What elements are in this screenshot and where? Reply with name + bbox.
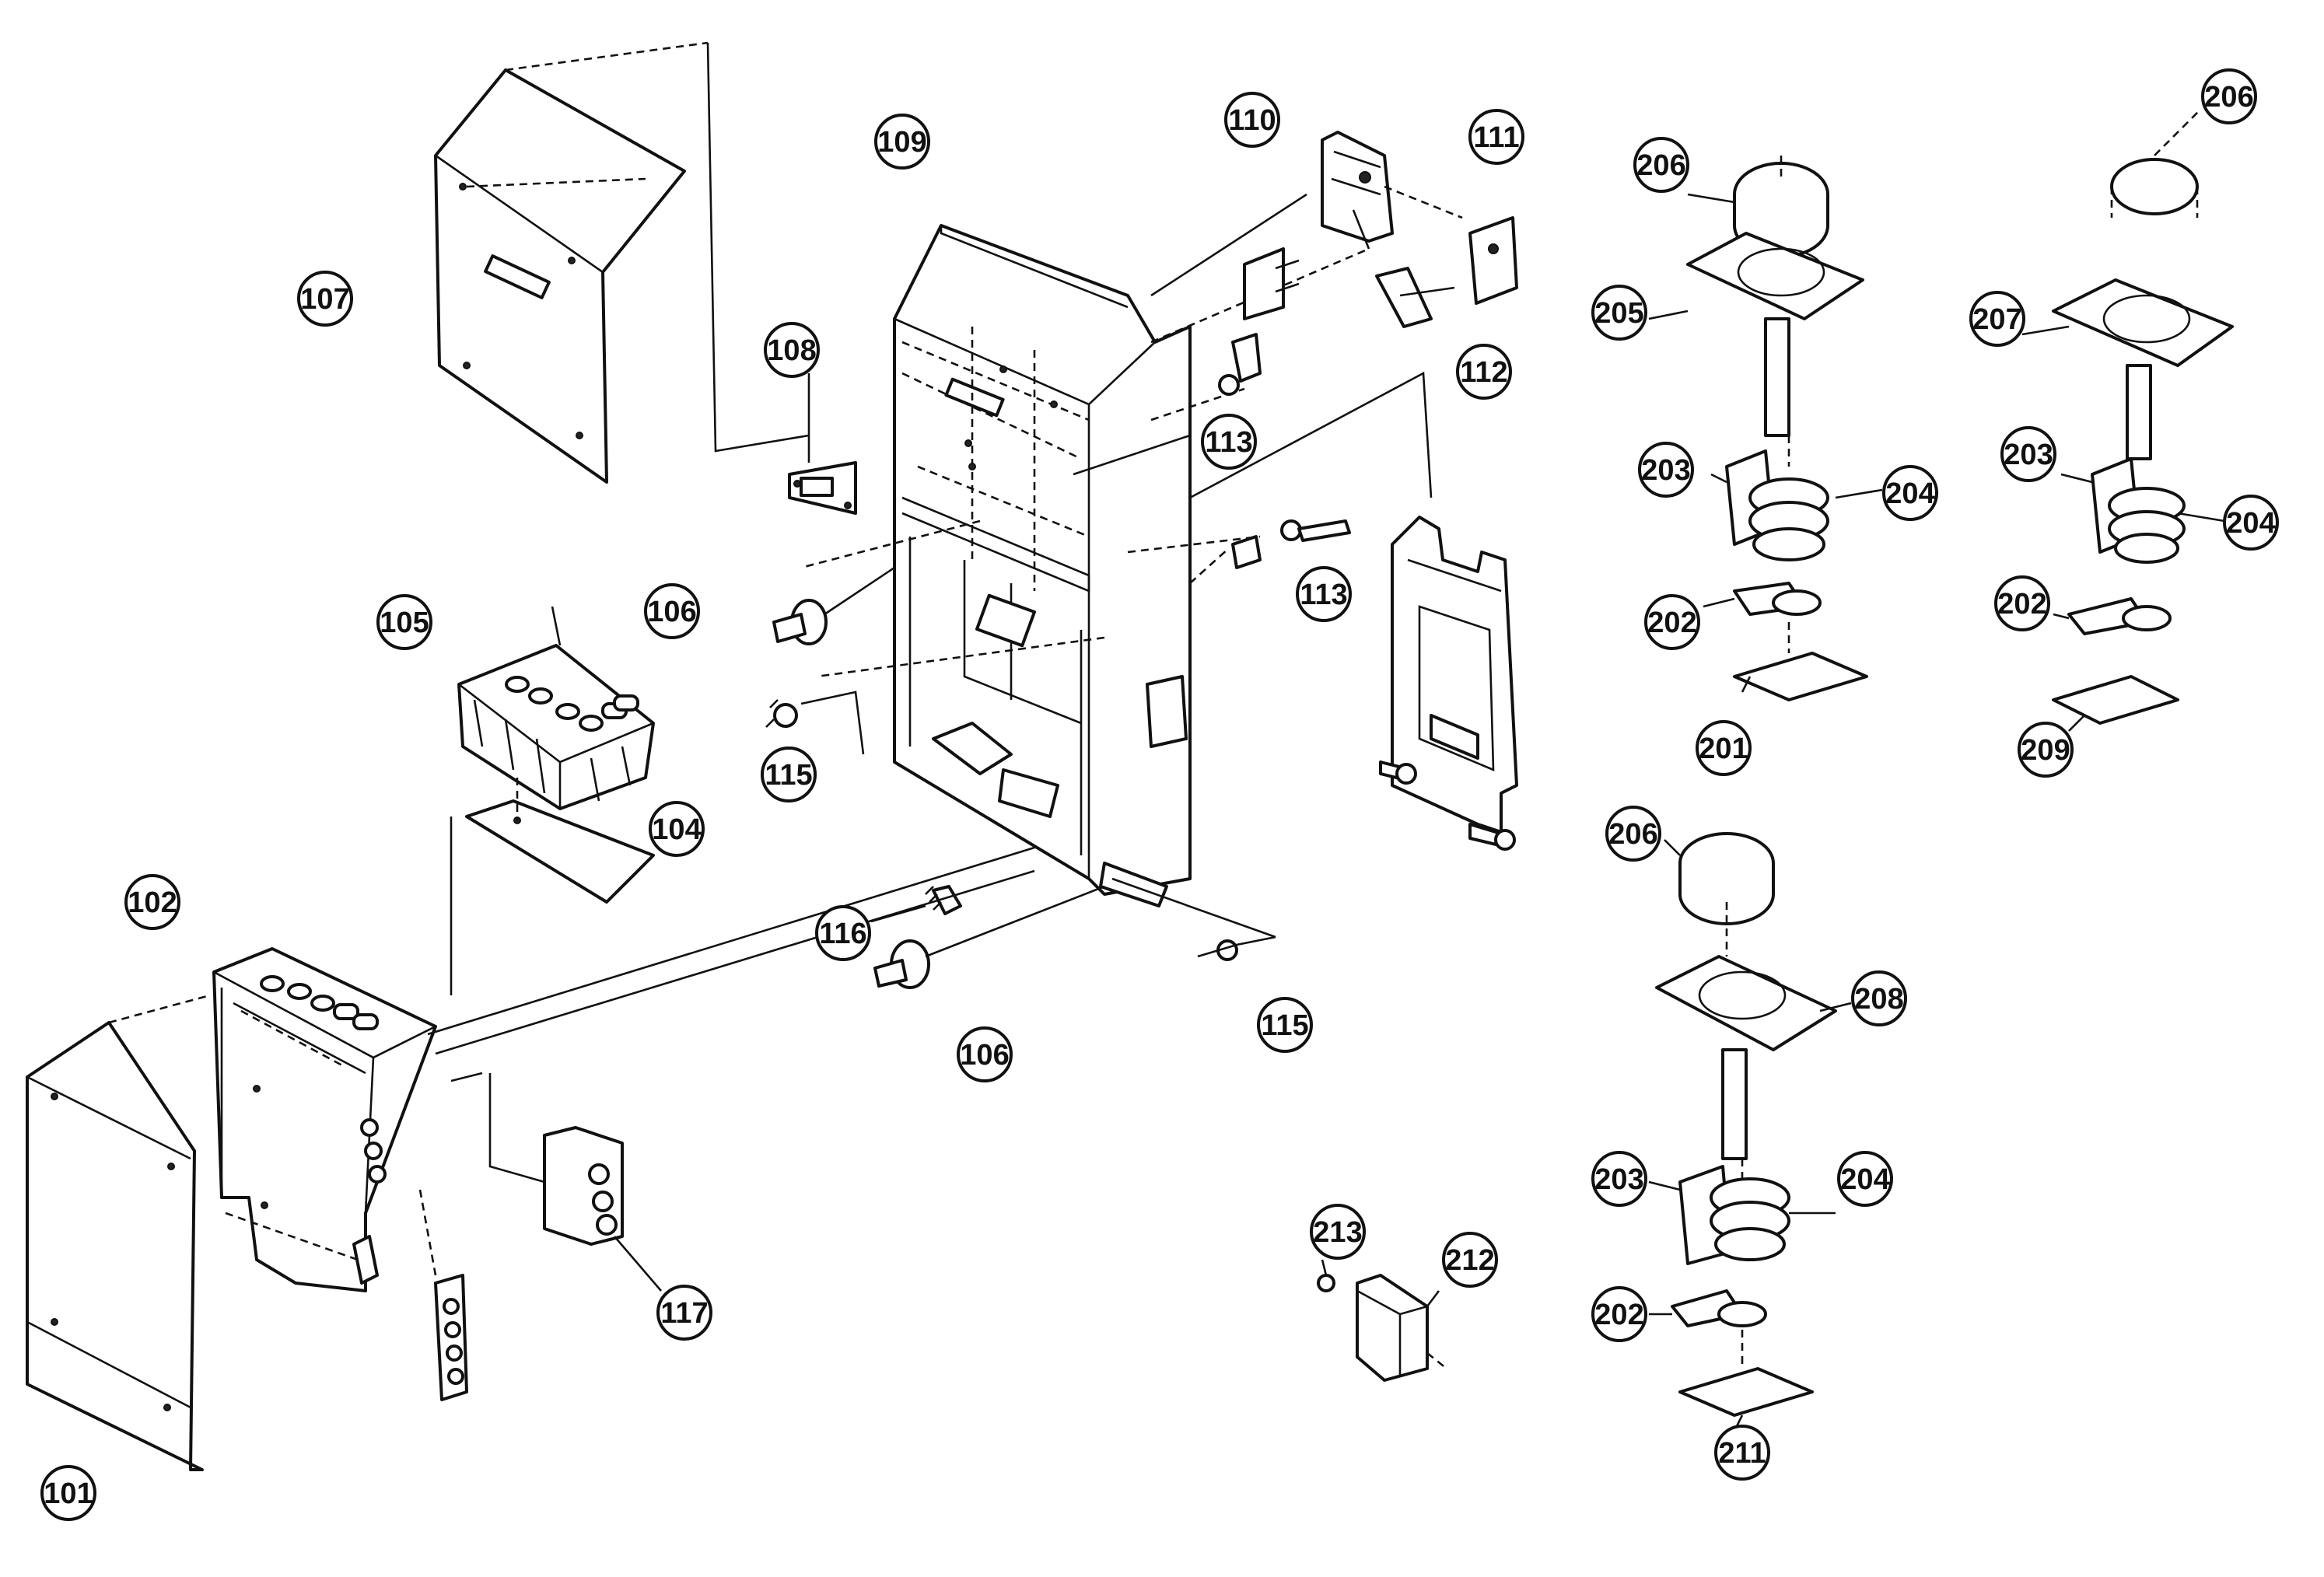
svg-text:111: 111 [1473,121,1519,154]
svg-text:115: 115 [765,759,812,792]
part-knob-upper [772,566,895,645]
part-control-board [457,606,655,810]
part-control-housing [212,846,1035,1292]
callout-112: 112 [1456,344,1512,400]
part-mounting-plate [1375,216,1518,328]
svg-text:107: 107 [300,283,349,316]
svg-text:212: 212 [1445,1244,1494,1277]
callout-105: 105 [376,594,432,650]
svg-text:209: 209 [2021,734,2070,767]
callout-203-a: 203 [1638,442,1694,498]
part-front-panel [26,994,211,1471]
svg-text:113: 113 [1205,426,1252,459]
svg-text:116: 116 [819,918,866,950]
callout-113-upper: 113 [1201,414,1257,470]
svg-text:101: 101 [44,1477,93,1510]
callout-106-upper: 106 [644,583,700,639]
svg-text:203: 203 [1594,1163,1643,1196]
joystick-assembly-3 [1648,832,1852,1432]
part-knob-lower [873,885,1105,989]
svg-text:117: 117 [660,1297,708,1330]
callout-203-b: 203 [2000,426,2056,482]
callout-115-upper: 115 [761,747,817,802]
callout-102: 102 [124,874,180,930]
callout-211: 211 [1714,1425,1770,1481]
svg-text:104: 104 [652,813,701,846]
part-connector-plate [788,373,857,515]
callout-108: 108 [764,322,820,378]
svg-text:203: 203 [2004,439,2053,471]
svg-text:204: 204 [2226,507,2275,540]
svg-text:206: 206 [1636,149,1685,182]
svg-text:208: 208 [1854,983,1903,1016]
svg-text:206: 206 [2204,81,2253,114]
part-switch-lower [1189,519,1351,584]
callout-117: 117 [656,1285,712,1341]
callout-113-lower: 113 [1296,566,1352,622]
svg-text:202: 202 [1997,588,2046,621]
callout-104: 104 [649,801,705,857]
part-clip-upper [765,691,865,755]
svg-text:205: 205 [1594,297,1643,330]
callout-106-lower: 106 [957,1026,1013,1082]
callout-213: 213 [1310,1204,1366,1260]
callout-101: 101 [40,1465,96,1521]
callout-202-b: 202 [1994,575,2050,631]
part-clip-lower [1197,935,1276,961]
svg-text:112: 112 [1460,356,1507,389]
svg-text:106: 106 [960,1039,1009,1072]
callout-204-a: 204 [1882,465,1938,521]
svg-text:207: 207 [1972,303,2021,336]
part-top-cover [434,41,810,484]
callout-202-a: 202 [1644,594,1700,650]
svg-text:113: 113 [1300,579,1347,611]
callout-207: 207 [1969,291,2025,347]
svg-text:110: 110 [1228,104,1276,137]
part-terminal-board [543,1126,662,1292]
svg-text:204: 204 [1885,477,1934,510]
callout-111: 111 [1468,109,1524,165]
callout-203-c: 203 [1591,1151,1647,1207]
part-main-frame [800,193,1433,939]
svg-text:109: 109 [877,126,926,159]
callout-206-c: 206 [1605,806,1661,862]
svg-text:102: 102 [128,886,177,919]
svg-text:201: 201 [1699,733,1748,765]
callout-204-b: 204 [2223,495,2279,551]
svg-text:115: 115 [1261,1009,1308,1042]
callout-202-c: 202 [1591,1286,1647,1342]
callout-206-a: 206 [1633,137,1689,193]
svg-text:206: 206 [1608,818,1657,851]
svg-text:203: 203 [1641,454,1690,487]
callout-109: 109 [874,114,930,170]
callout-107: 107 [297,271,353,327]
svg-text:213: 213 [1313,1216,1362,1249]
svg-text:202: 202 [1647,607,1696,639]
callout-201: 201 [1696,720,1752,776]
part-bracket-small [1243,131,1463,320]
callout-205: 205 [1591,285,1647,341]
callout-212: 212 [1442,1232,1498,1288]
svg-text:105: 105 [380,607,429,639]
svg-text:202: 202 [1594,1299,1643,1331]
part-button-plate [418,1189,468,1401]
svg-text:108: 108 [767,334,816,367]
svg-text:204: 204 [1840,1163,1889,1196]
callout-116: 116 [815,905,871,961]
joystick-assembly-1 [1648,156,1883,701]
part-switch-upper [1218,333,1262,396]
callout-110: 110 [1224,92,1280,148]
svg-text:211: 211 [1718,1437,1766,1470]
callout-206-b: 206 [2201,68,2257,124]
part-flat-plate [450,778,655,995]
callout-204-c: 204 [1837,1151,1893,1207]
callout-208: 208 [1851,970,1907,1026]
callout-209: 209 [2018,722,2074,778]
svg-text:106: 106 [647,596,696,628]
joystick-assembly-2 [2021,108,2234,732]
callout-115-lower: 115 [1257,997,1313,1053]
part-side-frame [1379,516,1518,851]
part-lever-bracket [1317,1259,1447,1382]
